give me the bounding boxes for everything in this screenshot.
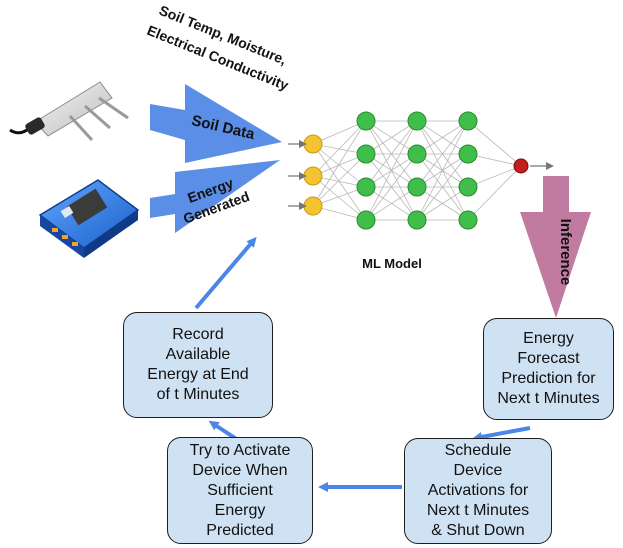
- hidden-node: [407, 144, 427, 164]
- hidden-node: [356, 210, 376, 230]
- record-energy-text: Record Available Energy at End of t Minu…: [147, 326, 249, 403]
- network-edge: [467, 120, 522, 167]
- input-node: [303, 166, 323, 186]
- record-energy-box: Record Available Energy at End of t Minu…: [123, 312, 273, 418]
- try-activate-text: Try to Activate Device When Sufficient E…: [189, 441, 291, 539]
- ml-model-label: ML Model: [362, 256, 422, 271]
- soil-sensor-icon: [9, 81, 129, 142]
- network-edge: [312, 120, 367, 207]
- energy-forecast-text: Energy Forecast Prediction for Next t Mi…: [497, 330, 600, 407]
- network-edge: [365, 153, 418, 221]
- hidden-node: [356, 177, 376, 197]
- input-node: [303, 196, 323, 216]
- hidden-node: [407, 210, 427, 230]
- network-edge: [312, 153, 367, 207]
- network-edge: [467, 165, 522, 188]
- try-activate-box: Try to Activate Device When Sufficient E…: [167, 437, 313, 544]
- energy-forecast-box: Energy Forecast Prediction for Next t Mi…: [483, 318, 614, 420]
- hidden-node: [356, 144, 376, 164]
- hidden-node: [356, 111, 376, 131]
- network-edge: [416, 120, 469, 155]
- network-edge: [416, 153, 469, 221]
- energy-board-icon: [38, 179, 140, 258]
- output-node: [513, 158, 529, 174]
- energy-generated-funnel: Energy Generated: [150, 160, 280, 233]
- network-edge: [365, 120, 418, 155]
- forecast-to-schedule-arrow: [472, 426, 531, 442]
- record-to-input-arrow: [194, 236, 257, 310]
- hidden-node: [458, 210, 478, 230]
- inference-arrow: Inference: [520, 176, 591, 318]
- network-edge: [365, 120, 418, 221]
- network-edge: [312, 143, 367, 188]
- input-node: [303, 134, 323, 154]
- network-connections: [312, 120, 522, 221]
- network-edge: [312, 120, 367, 177]
- hidden-node: [458, 144, 478, 164]
- schedule-text: Schedule Device Activations for Next t M…: [426, 442, 530, 539]
- network-edge: [416, 120, 469, 188]
- hidden-node: [458, 177, 478, 197]
- network-edge: [312, 120, 367, 145]
- soil-data-funnel: Soil Data: [150, 84, 282, 163]
- network-edge: [312, 175, 367, 221]
- sensor-caption: Soil Temp, Moisture, Electrical Conducti…: [145, 2, 291, 93]
- inference-label: Inference: [557, 219, 574, 286]
- network-input-arrows: [288, 140, 554, 210]
- hidden-node: [407, 111, 427, 131]
- network-edge: [416, 186, 469, 221]
- network-edge: [467, 165, 522, 221]
- network-nodes: [303, 111, 529, 230]
- schedule-box: Schedule Device Activations for Next t M…: [404, 438, 552, 544]
- network-edge: [365, 186, 418, 221]
- network-edge: [365, 120, 418, 188]
- hidden-node: [458, 111, 478, 131]
- network-edge: [312, 143, 367, 221]
- network-edge: [312, 153, 367, 177]
- hidden-node: [407, 177, 427, 197]
- network-edge: [416, 120, 469, 221]
